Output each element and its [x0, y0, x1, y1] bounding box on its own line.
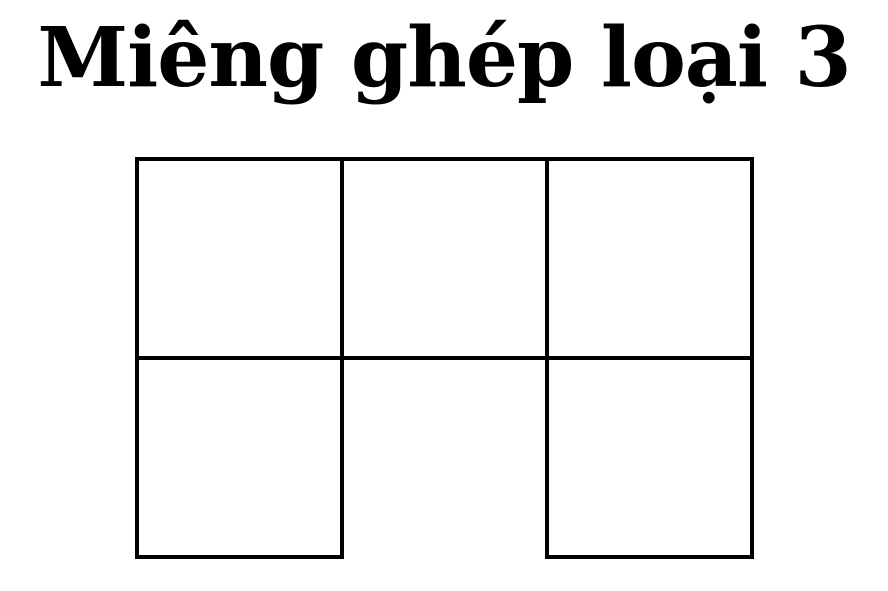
grid-cell-r1-c3 — [545, 157, 754, 360]
piece-cells — [135, 157, 754, 559]
grid-cell-r2-c3 — [545, 356, 754, 559]
grid-cell-r1-c1 — [135, 157, 344, 360]
grid-cell-r1-c2 — [340, 157, 549, 360]
grid-cell-r2-c1 — [135, 356, 344, 559]
page-title: Miêng ghép loại 3 — [37, 10, 851, 106]
